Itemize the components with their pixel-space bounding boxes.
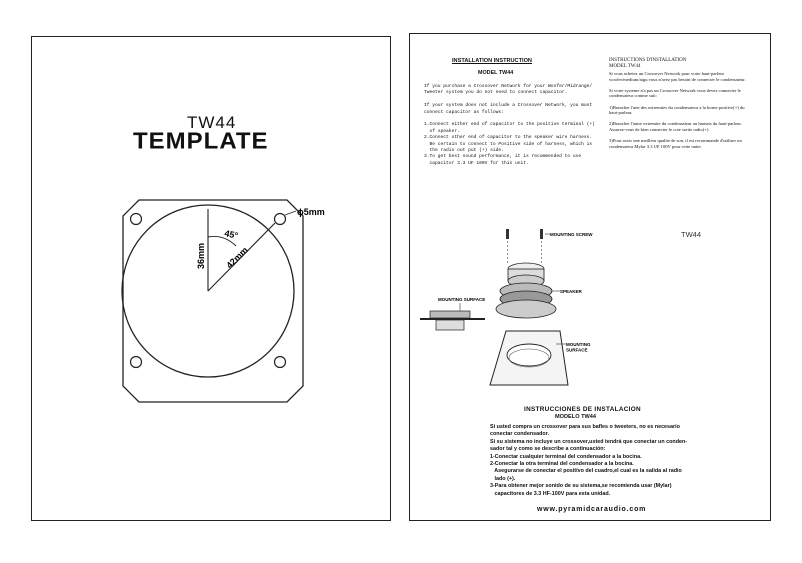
fr-line: Si vous achetez un Crossover Network pou… [609, 71, 725, 76]
es-line: 3-Para obtener mejor sonido de su sistem… [490, 483, 672, 490]
label-mounting-surface-left: MOUNTING SURFACE [438, 297, 485, 302]
fr-line: condensateur Mylar 3.3 UF 100V pour cett… [609, 143, 702, 149]
en-line: capacitor 3.3 UF 100V for this unit. [424, 160, 529, 166]
fr-model: MODEL TW44 [609, 64, 641, 69]
angle-dimension: 45° [224, 228, 240, 241]
en-line: If you purchase a Crossover Network for … [424, 84, 593, 89]
template-drawing: ϕ5mm 45° 36mm 42mm [121, 199, 325, 403]
template-model-code: TW44 [187, 113, 237, 132]
es-instructions: Si usted compra un crossover para sus ba… [490, 424, 687, 498]
fr-line: 1)Brancher l'une des extremites du conde… [609, 104, 745, 110]
en-line: connect capacitor as follows: [424, 109, 504, 115]
fr-line: haut-parleur. [609, 110, 633, 116]
en-line: If your system does not include a Crosso… [424, 103, 593, 109]
fr-line: Assurez-vous de bien connecter le cote s… [609, 126, 710, 132]
en-model: MODEL TW44 [478, 70, 514, 76]
cutout-circle [121, 204, 295, 378]
template-title: TEMPLATE [133, 128, 269, 155]
en-line: Tweeter system you do not need to connec… [424, 90, 568, 96]
es-line: conectar condensador. [490, 431, 550, 438]
fr-line: woofer/medium/aigu vous n'avez pas besoi… [609, 76, 746, 82]
mounting-screw-right [540, 229, 543, 263]
es-line: Si su sistema no incluye un crossover,us… [490, 438, 688, 445]
fr-line: 3)Pour avoir une meilleur qualite de son… [609, 138, 742, 144]
mounting-screw-left [506, 229, 509, 263]
en-line: 1.Connect either end of capacitor to the… [424, 122, 595, 128]
es-heading: INSTRUCCIONES DE INSTALACION [524, 406, 641, 413]
speaker-body [495, 262, 557, 319]
fr-line: Si votre systeme n'a pas un Crossover Ne… [609, 87, 741, 93]
instructions-page: INSTALLATION INSTRUCTION MODEL TW44 If y… [409, 33, 771, 521]
angle-arc [207, 235, 237, 247]
es-line: Si usted compra un crossover para sus ba… [490, 424, 680, 430]
flange-outline [122, 199, 304, 403]
radius-line [207, 222, 276, 292]
en-line: 3.To get best sound performance, it is r… [424, 154, 582, 160]
hole-leader [284, 210, 297, 216]
label-mounting-surface-right: MOUNTING SURFACE [566, 342, 592, 353]
es-line: lado (+). [490, 475, 516, 482]
es-line: Asegurarse de conectar el positivo del c… [490, 468, 682, 475]
en-line: Be certain to connect to Positive side o… [424, 141, 593, 147]
screw-hole-top-left [129, 212, 143, 226]
es-line: sador tal y como se describe a continuac… [490, 446, 606, 453]
installation-diagram: MOUNTING SCREW SPEAKER MOUNTING SURFACE … [420, 229, 701, 386]
screw-hole-top-right [273, 212, 287, 226]
screw-hole-bottom-left [129, 355, 143, 369]
website-link[interactable]: www.pyramidcaraudio.com [537, 506, 647, 513]
es-line: 2-Conectar la otra terminal del condensa… [490, 461, 634, 468]
screw-hole-bottom-right [273, 355, 287, 369]
fr-line: 2)Brancher l'autre extremite du condensa… [609, 121, 742, 127]
es-line: 1-Conectar cualquier terminal del conden… [490, 453, 642, 460]
es-model: MODELO TW44 [555, 414, 597, 420]
height-dimension: 36mm [196, 243, 206, 269]
label-speaker: SPEAKER [560, 289, 583, 294]
en-instructions: If you purchase a Crossover Network for … [424, 84, 595, 167]
hole-dimension: ϕ5mm [297, 207, 325, 217]
diagram-model-code: TW44 [681, 230, 701, 239]
template-page: TW44 TEMPLATE ϕ5mm 45° 36mm 42mm [31, 36, 391, 521]
en-line: the radio out put (+) side. [424, 148, 504, 154]
label-mounting-screw: MOUNTING SCREW [550, 232, 593, 237]
en-line: 2.Connect other end of capacitor to the … [424, 135, 593, 141]
es-line: capacitores de 3.3 HF-100V para esta uni… [490, 490, 611, 497]
fr-line: condensateur comme suit: [609, 93, 657, 99]
fr-instructions: Si vous achetez un Crossover Network pou… [609, 71, 746, 149]
en-heading: INSTALLATION INSTRUCTION [452, 58, 532, 64]
radius-dimension: 42mm [224, 245, 249, 270]
fr-heading: INSTRUCTIONS D'INSTALLATION [609, 58, 687, 63]
en-line: of speaker. [424, 128, 460, 134]
